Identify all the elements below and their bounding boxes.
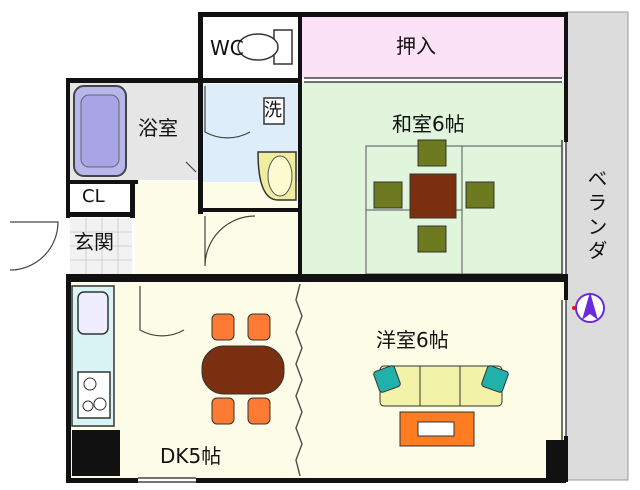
room-label-veranda: ベランダ	[584, 168, 608, 264]
low-table-set	[373, 139, 495, 253]
windows	[138, 77, 567, 483]
room-label-genkan: 玄関	[74, 230, 114, 254]
room-label-washitsu: 和室6帖	[392, 112, 465, 136]
room-label-oshiire: 押入	[396, 34, 436, 58]
pillar	[546, 440, 566, 478]
sofa	[373, 365, 509, 407]
partition	[295, 283, 303, 477]
room-label-yoshitsu: 洋室6帖	[376, 328, 449, 352]
kitchen-sink	[77, 291, 109, 335]
walls	[66, 12, 568, 483]
genkan-tiles	[70, 218, 132, 274]
toilet	[237, 29, 293, 65]
room-label-wc: WC	[210, 36, 244, 60]
room-label-yokushitsu: 浴室	[138, 116, 178, 140]
room-label-sen: 洗	[264, 100, 282, 121]
cl-floor	[70, 184, 130, 212]
oshiire-floor	[302, 16, 564, 78]
door-swings	[9, 86, 256, 337]
veranda-area	[565, 11, 629, 481]
room-label-dk: DK5帖	[160, 444, 222, 468]
room-label-cl: CL	[82, 186, 105, 207]
compass-icon	[572, 292, 605, 323]
fridge-space	[72, 430, 120, 476]
washbasin	[257, 97, 297, 201]
stove	[77, 371, 111, 419]
dining-set	[201, 313, 285, 425]
